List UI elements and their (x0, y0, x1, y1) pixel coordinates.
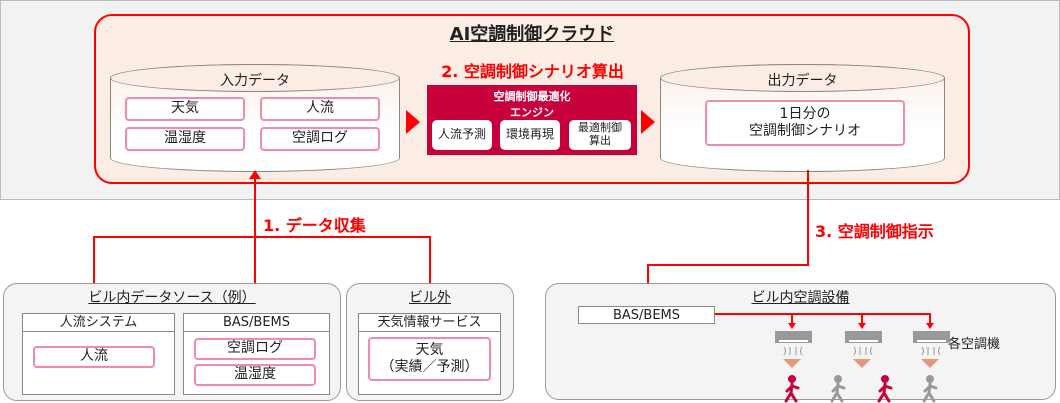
source-ac-log: 空調ログ (194, 338, 316, 360)
command-line (647, 264, 649, 294)
person-icon (922, 375, 938, 403)
ac-unit-icon (775, 313, 812, 368)
person-icon (784, 375, 800, 403)
hvac-line (715, 313, 931, 315)
collect-line (429, 236, 431, 286)
bas-bems-label: BAS/BEMS (184, 314, 329, 332)
outside-label: ビル外 (409, 290, 451, 306)
command-line (807, 170, 809, 266)
step-environment-reproduction: 環境再現 (500, 120, 560, 150)
command-line (647, 264, 809, 266)
people-system-label: 人流システム (23, 314, 174, 332)
step-people-prediction: 人流予測 (432, 120, 492, 150)
outside-weather: 天気 （実績／予測） (368, 337, 491, 381)
cylinder-top (660, 64, 945, 92)
hvac-label: ビル内空調設備 (751, 290, 850, 306)
ac-unit-icon (913, 313, 950, 368)
cloud-title: AI空調制御クラウド (449, 24, 615, 45)
input-weather: 天気 (125, 97, 245, 121)
input-temp-humidity: 温湿度 (125, 127, 245, 151)
input-people-flow: 人流 (260, 97, 380, 121)
weather-line2: （実績／予測） (380, 359, 479, 375)
arrow-right-icon (406, 110, 420, 134)
step-optimal-control: 最適制御 算出 (569, 120, 631, 150)
arrow-up-icon (249, 170, 261, 179)
step2-label: 2. 空調制御シナリオ算出 (441, 62, 624, 81)
source-people-flow: 人流 (33, 346, 155, 368)
output-scenario: 1日分の 空調制御シナリオ (705, 100, 905, 146)
step1-label: 1. データ収集 (263, 216, 366, 235)
ac-units-label: 各空調機 (948, 337, 1001, 352)
weather-service-label: 天気情報サービス (359, 314, 500, 332)
weather-line1: 天気 (415, 341, 444, 358)
engine-subtitle: エンジン (510, 106, 554, 119)
cylinder-top (110, 64, 400, 92)
input-data-label: 入力データ (220, 73, 290, 89)
engine-title: 空調制御最適化 (493, 90, 571, 103)
arrow-right-icon (641, 110, 655, 134)
step3-label: 3. 空調制御指示 (815, 222, 934, 241)
person-icon (877, 375, 893, 403)
person-icon (830, 375, 846, 403)
ac-units-diagram (775, 313, 950, 403)
collect-line (93, 236, 431, 238)
output-data-label: 出力データ (767, 73, 838, 89)
ac-unit-icon (845, 313, 882, 368)
collect-line (93, 236, 95, 286)
output-line2: 空調制御シナリオ (749, 123, 861, 139)
input-ac-log: 空調ログ (260, 127, 380, 151)
output-line1: 1日分の (779, 105, 831, 122)
hvac-bas-bems: BAS/BEMS (578, 306, 715, 324)
source-temp-humidity: 温湿度 (194, 364, 316, 386)
building-sources-label: ビル内データソース（例） (88, 290, 256, 306)
collect-line (254, 176, 256, 286)
